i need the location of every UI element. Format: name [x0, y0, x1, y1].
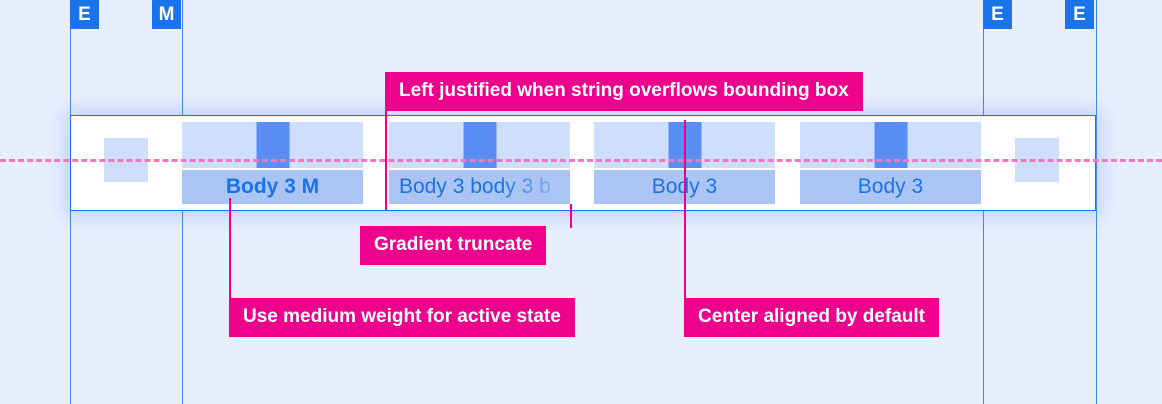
spacing-badge-e-left: E	[70, 0, 99, 29]
spacing-badge-m: M	[152, 0, 181, 29]
connector-medium-weight-note	[229, 198, 231, 300]
tab-item-1[interactable]: Body 3 M	[182, 122, 363, 204]
tab-label: Body 3 M	[225, 175, 320, 198]
tab-label-bar: Body 3	[800, 170, 981, 204]
tab-item-4[interactable]: Body 3	[800, 122, 981, 204]
spacing-badge-e-right1: E	[983, 0, 1012, 29]
annotation-medium-weight-note: Use medium weight for active state	[229, 298, 575, 337]
annotation-overflow-note: Left justified when string overflows bou…	[385, 72, 863, 111]
connector-gradient-note	[570, 204, 572, 228]
connector-center-aligned-note	[684, 120, 686, 300]
annotation-gradient-note: Gradient truncate	[360, 226, 547, 265]
guide-right-outer	[1096, 0, 1097, 404]
vertical-center-guide	[0, 159, 1162, 162]
tab-label-bar: Body 3 M	[182, 170, 363, 204]
gradient-truncate-overlay	[498, 170, 570, 204]
connector-overflow-note	[385, 105, 387, 210]
annotation-center-aligned-note: Center aligned by default	[684, 298, 939, 337]
tab-label: Body 3	[857, 175, 924, 198]
spacing-badge-e-right2: E	[1065, 0, 1094, 29]
tab-item-2[interactable]: Body 3 body 3 b	[389, 122, 570, 204]
tab-label-bar: Body 3 body 3 b	[389, 170, 570, 204]
